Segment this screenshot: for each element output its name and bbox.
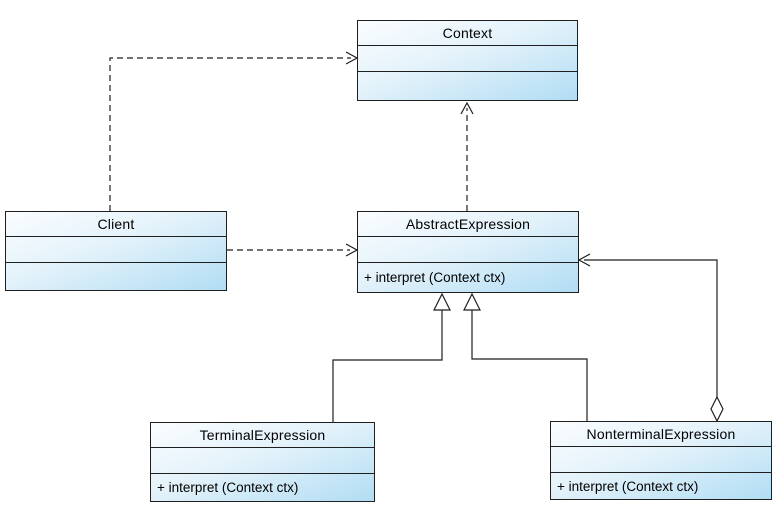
class-name: AbstractExpression [358, 212, 578, 237]
open-arrowhead-icon [577, 253, 591, 267]
attributes-compartment [358, 46, 577, 72]
generalization-nonterminalexpression-to-abstractexpression [463, 292, 588, 421]
hollow-diamond-icon [710, 395, 724, 423]
class-name: Context [358, 21, 577, 46]
aggregation-nonterminalexpression-to-abstractexpression [577, 253, 724, 423]
dependency-arrow-client-to-abstractexpression [227, 243, 359, 257]
class-box-context: Context [357, 20, 578, 101]
class-name: Client [6, 212, 226, 237]
hollow-triangle-icon [433, 292, 451, 311]
methods-compartment: + interpret (Context ctx) [557, 478, 699, 494]
attributes-compartment [151, 448, 374, 474]
attributes-compartment [358, 237, 578, 263]
attributes-compartment [551, 447, 771, 473]
class-box-abstractexpression: AbstractExpression + interpret (Context … [357, 211, 579, 293]
methods-compartment: + interpret (Context ctx) [364, 270, 506, 285]
methods-compartment [358, 72, 577, 100]
methods-compartment: + interpret (Context ctx) [157, 480, 299, 495]
class-name: NonterminalExpression [551, 422, 771, 447]
generalization-terminalexpression-to-abstractexpression [332, 292, 451, 422]
open-arrowhead-icon [460, 101, 474, 115]
attributes-compartment [6, 237, 226, 263]
class-box-nonterminalexpression: NonterminalExpression + interpret (Conte… [550, 421, 772, 500]
class-box-terminalexpression: TerminalExpression + interpret (Context … [150, 422, 375, 502]
methods-compartment [6, 263, 226, 290]
hollow-triangle-icon [463, 292, 481, 311]
dependency-arrow-client-to-context [109, 51, 359, 211]
dependency-arrow-abstractexpression-to-context [460, 101, 474, 211]
class-name: TerminalExpression [151, 423, 374, 448]
class-box-client: Client [5, 211, 227, 291]
